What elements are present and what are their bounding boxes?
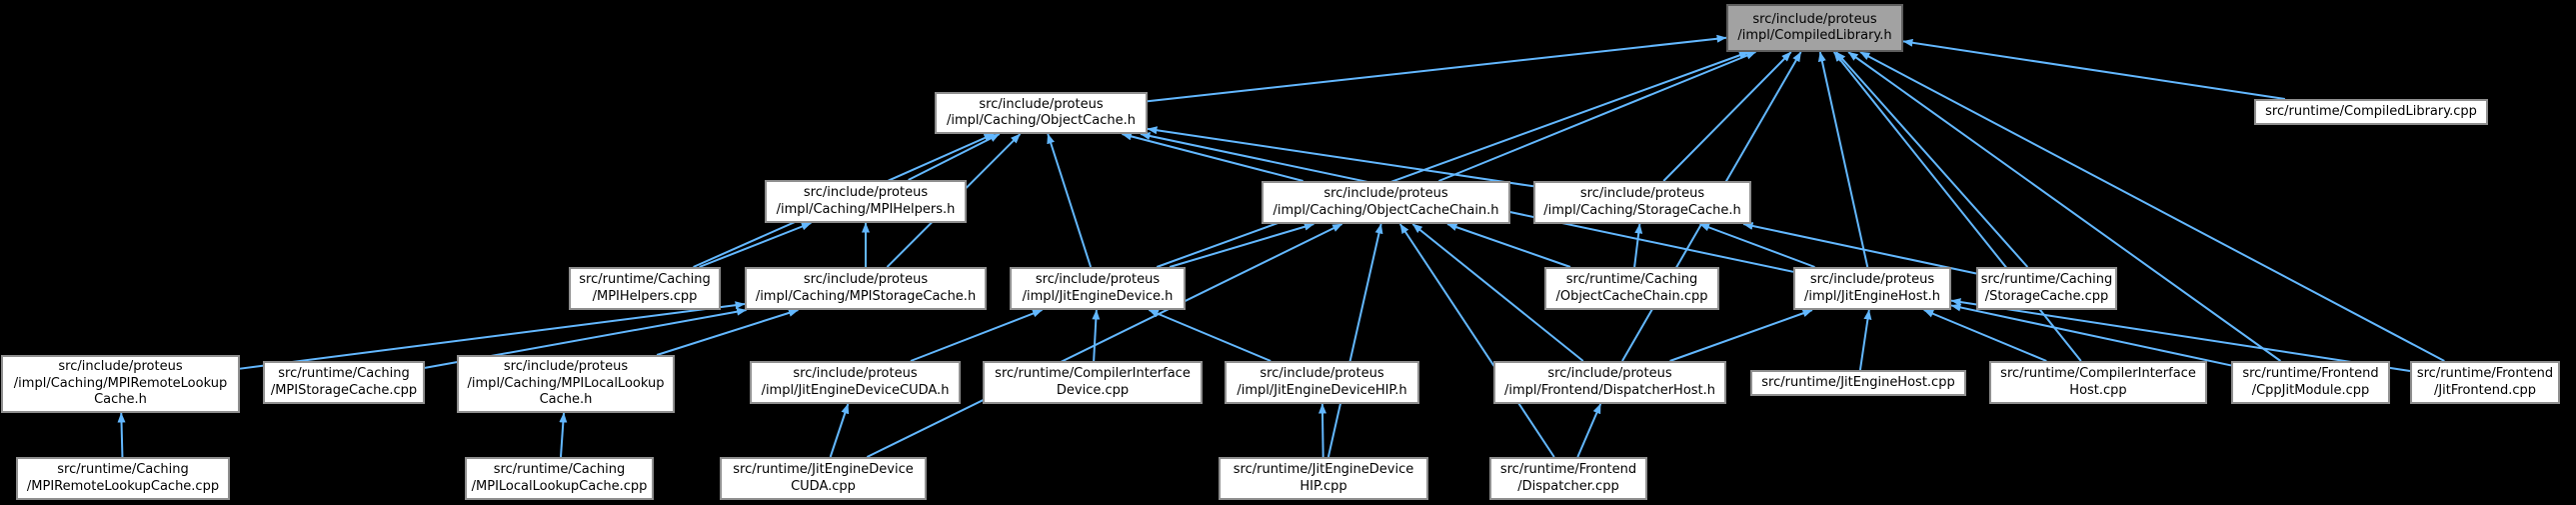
edge-jitenginehost_cpp-to-jitenginehost_h xyxy=(1858,309,1872,371)
node-jit-engine-host-h[interactable]: src/include/proteus /impl/JitEngineHost.… xyxy=(1793,267,1951,310)
node-mpi-storage-cache-h[interactable]: src/include/proteus /impl/Caching/MPISto… xyxy=(745,267,987,310)
edge-compilerinterfacedevice_cpp-to-jitenginedevice_h xyxy=(1092,309,1101,362)
edge-jitenginehost_h-to-storagecache_h xyxy=(1699,223,1815,268)
edge-mpihelpers_cpp-to-mpihelpers_h xyxy=(699,222,812,268)
node-object-cache-chain-cpp[interactable]: src/runtime/Caching /ObjectCacheChain.cp… xyxy=(1544,267,1719,310)
node-compiler-interface-host-cpp[interactable]: src/runtime/CompilerInterface Host.cpp xyxy=(1989,361,2207,404)
node-compiled-library-h: src/include/proteus /impl/CompiledLibrar… xyxy=(1726,4,1903,52)
node-jit-engine-device-h[interactable]: src/include/proteus /impl/JitEngineDevic… xyxy=(1010,267,1186,310)
node-compiled-library-cpp[interactable]: src/runtime/CompiledLibrary.cpp xyxy=(2254,99,2488,125)
node-jit-engine-device-hip-cpp[interactable]: src/runtime/JitEngineDevice HIP.cpp xyxy=(1219,457,1428,500)
edge-cppjitmodule_cpp-to-jitenginehost_h xyxy=(1950,303,2232,367)
node-storage-cache-h[interactable]: src/include/proteus /impl/Caching/Storag… xyxy=(1533,181,1751,224)
edge-jitenginedevicehip_cpp-to-jitenginedevicehip_h xyxy=(1317,403,1326,458)
edge-jitfrontend_cpp-to-compiledlibrary_h xyxy=(1859,51,2445,362)
node-jit-engine-host-cpp[interactable]: src/runtime/JitEngineHost.cpp xyxy=(1750,370,1966,396)
edge-jitenginedevicehip_h-to-jitenginedevice_h xyxy=(1148,309,1272,362)
edge-jitenginedevice_h-to-objectcache_h xyxy=(1047,133,1093,268)
node-mpi-remote-lookup-cache-cpp[interactable]: src/runtime/Caching /MPIRemoteLookupCach… xyxy=(16,457,230,500)
edge-jitenginehost_h-to-compiledlibrary_h xyxy=(1817,51,1869,268)
node-dispatcher-cpp[interactable]: src/runtime/Frontend /Dispatcher.cpp xyxy=(1489,457,1647,500)
edge-jitfrontend_cpp-to-jitenginehost_h xyxy=(1950,298,2411,372)
edge-objectcachechain_cpp-to-storagecache_h xyxy=(1633,223,1643,268)
edge-jitenginedevicecuda_h-to-jitenginedevice_h xyxy=(910,309,1044,362)
edge-compilerinterfacehost_cpp-to-jitenginehost_h xyxy=(1923,309,2047,362)
edge-objectcache_h-to-compiledlibrary_h xyxy=(1147,34,1727,103)
edge-cppjitmodule_cpp-to-compiledlibrary_h xyxy=(1847,51,2281,362)
edge-storagecache_h-to-compiledlibrary_h xyxy=(1662,51,1792,182)
node-mpi-local-lookup-cache-cpp[interactable]: src/runtime/Caching /MPILocalLookupCache… xyxy=(465,457,654,500)
edge-mpihelpers_h-to-objectcache_h xyxy=(908,133,1001,181)
edge-storagecache_h-to-objectcache_h xyxy=(1147,126,1534,188)
edge-mpiremotelookupcache_h-to-mpistoragecache_h xyxy=(239,301,746,370)
edge-jitenginedevice_h-to-compiledlibrary_h xyxy=(1156,51,1749,268)
node-jit-engine-device-cuda-h[interactable]: src/include/proteus /impl/JitEngineDevic… xyxy=(750,361,961,404)
edge-dispatcherhost_h-to-objectcachechain_h xyxy=(1411,223,1584,362)
edge-objectcachechain_h-to-objectcache_h xyxy=(1121,132,1303,182)
edge-compiledlibrary_cpp-to-compiledlibrary_h xyxy=(1902,38,2286,100)
node-object-cache-h[interactable]: src/include/proteus /impl/Caching/Object… xyxy=(935,92,1148,134)
node-object-cache-chain-h[interactable]: src/include/proteus /impl/Caching/Object… xyxy=(1262,181,1510,224)
edge-mpiremotelookupcache_cpp-to-mpiremotelookupcache_h xyxy=(117,412,126,458)
node-cpp-jit-module-cpp[interactable]: src/runtime/Frontend /CppJitModule.cpp xyxy=(2231,361,2390,404)
node-mpi-helpers-h[interactable]: src/include/proteus /impl/Caching/MPIHel… xyxy=(765,180,967,223)
edge-storagecache_cpp-to-storagecache_h xyxy=(1742,222,1977,275)
node-dispatcher-host-h[interactable]: src/include/proteus /impl/Frontend/Dispa… xyxy=(1493,361,1726,404)
edge-jitenginedevicecuda_cpp-to-jitenginedevicecuda_h xyxy=(829,403,850,458)
edge-jitenginedevicehip_cpp-to-objectcachechain_h xyxy=(1326,223,1383,458)
node-mpi-remote-lookup-cache-h[interactable]: src/include/proteus /impl/Caching/MPIRem… xyxy=(1,355,240,413)
node-mpi-storage-cache-cpp[interactable]: src/runtime/Caching /MPIStorageCache.cpp xyxy=(263,361,425,404)
edge-storagecache_cpp-to-compiledlibrary_h xyxy=(1835,51,2029,268)
edge-dispatcher_cpp-to-objectcachechain_h xyxy=(1398,223,1555,458)
edge-objectcachechain_cpp-to-objectcachechain_h xyxy=(1446,223,1571,268)
edge-dispatcher_cpp-to-dispatcherhost_h xyxy=(1576,403,1602,458)
edge-dispatcherhost_h-to-jitenginehost_h xyxy=(1669,309,1813,362)
node-mpi-local-lookup-cache-h[interactable]: src/include/proteus /impl/Caching/MPILoc… xyxy=(457,355,675,413)
node-storage-cache-cpp[interactable]: src/runtime/Caching /StorageCache.cpp xyxy=(1976,267,2117,310)
node-compiler-interface-device-cpp[interactable]: src/runtime/CompilerInterface Device.cpp xyxy=(983,361,1203,404)
edge-mpilocallookupcache_h-to-mpistoragecache_h xyxy=(656,309,799,356)
edge-objectcachechain_h-to-compiledlibrary_h xyxy=(1437,51,1756,182)
node-jit-frontend-cpp[interactable]: src/runtime/Frontend /JitFrontend.cpp xyxy=(2410,361,2560,404)
node-jit-engine-device-cuda-cpp[interactable]: src/runtime/JitEngineDevice CUDA.cpp xyxy=(720,457,927,500)
edge-jitenginedevicecuda_cpp-to-objectcachechain_h xyxy=(866,223,1343,458)
edge-mpilocallookupcache_cpp-to-mpilocallookupcache_h xyxy=(559,412,568,458)
node-mpi-helpers-cpp[interactable]: src/runtime/Caching /MPIHelpers.cpp xyxy=(569,267,721,310)
node-jit-engine-device-hip-h[interactable]: src/include/proteus /impl/JitEngineDevic… xyxy=(1225,361,1419,404)
edge-jitenginedevice_h-to-objectcachechain_h xyxy=(1169,222,1314,268)
